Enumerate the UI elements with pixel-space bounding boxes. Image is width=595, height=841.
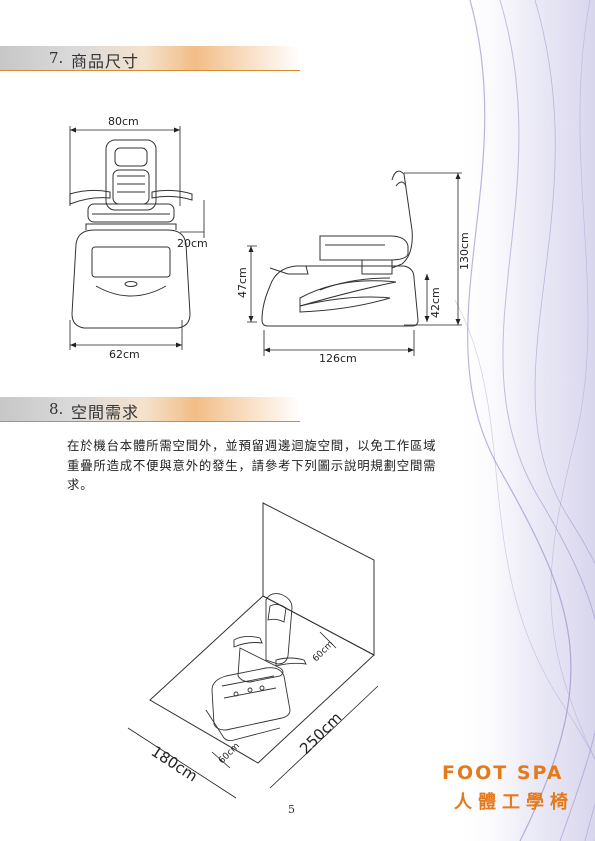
- heading-rule: [0, 421, 300, 422]
- wall-panel: [262, 502, 375, 656]
- section-7-heading: 7. 商品尺寸: [0, 46, 300, 71]
- section-number: 7.: [49, 49, 64, 67]
- dimension-label-total-height: 130cm: [458, 232, 471, 270]
- brand-name-chinese: 人體工學椅: [454, 792, 574, 813]
- floor-area: [149, 595, 375, 764]
- space-label-front-clearance: 60cm: [217, 741, 242, 766]
- heading-bar: [0, 397, 300, 421]
- heading-bar: [0, 46, 300, 70]
- section-8-heading: 8. 空間需求: [0, 397, 300, 422]
- space-requirement-paragraph: 在於機台本體所需空間外，並預留週邊迴旋空間，以免工作區域重疊所造成不便與意外的發…: [67, 438, 437, 492]
- section-title: 商品尺寸: [71, 52, 140, 71]
- dimension-label-seat-height: 42cm: [429, 287, 442, 318]
- room-chair: [205, 593, 307, 742]
- dimension-label-armrest-extension: 20cm: [177, 237, 208, 250]
- dimension-label-base-width: 62cm: [109, 348, 140, 361]
- dimension-label-total-length: 126cm: [319, 352, 357, 365]
- space-dimension-lines: [127, 631, 379, 799]
- dimension-lines: [69, 126, 462, 356]
- heading-rule: [0, 70, 300, 71]
- brand-name-english: FOOT SPA: [442, 762, 564, 784]
- front-view-chair: [69, 139, 193, 329]
- space-label-length: 250cm: [296, 709, 345, 758]
- section-title: 空間需求: [71, 403, 140, 422]
- side-view-chair: [261, 170, 419, 327]
- page-number: 5: [288, 803, 295, 816]
- space-label-side-clearance: 60cm: [311, 639, 336, 664]
- dimension-label-basin-height: 47cm: [236, 267, 249, 298]
- section-number: 8.: [49, 400, 64, 418]
- space-label-width: 180cm: [148, 742, 201, 785]
- dimension-label-front-width: 80cm: [108, 115, 139, 128]
